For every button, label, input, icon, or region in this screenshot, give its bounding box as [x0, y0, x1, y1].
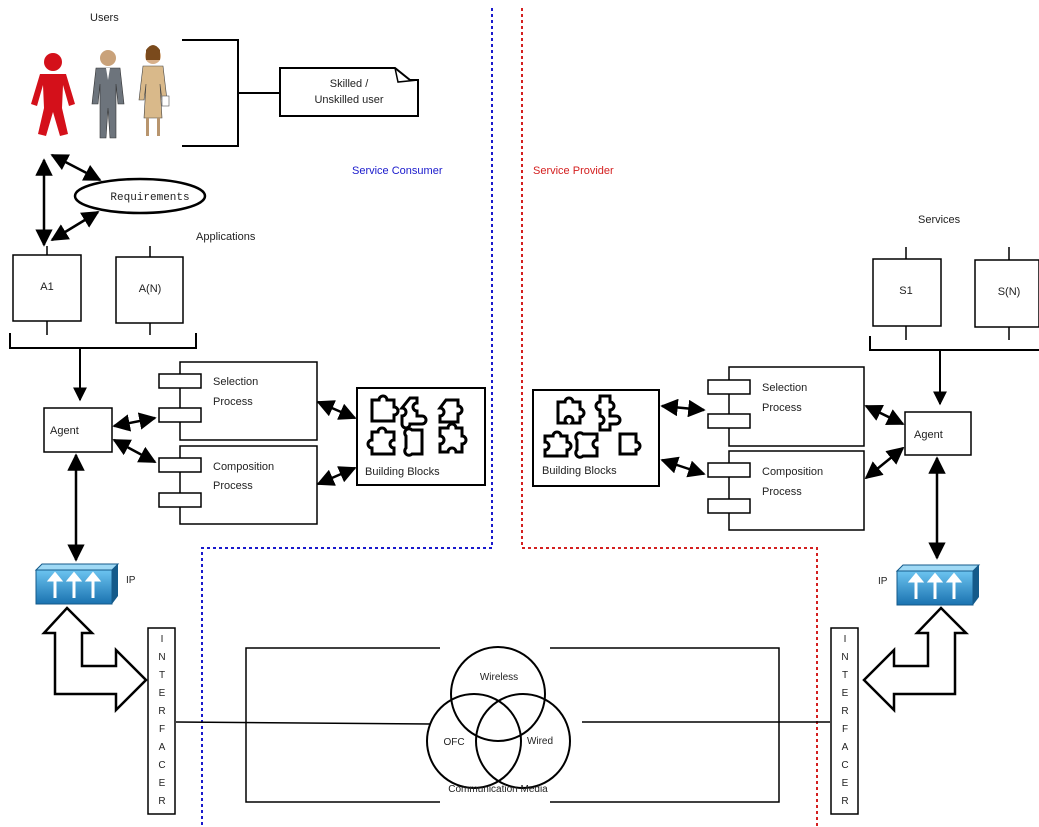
- users-label: Users: [90, 12, 119, 24]
- skill-note-line1: Skilled /: [330, 78, 369, 90]
- svg-text:C: C: [841, 760, 848, 771]
- service-consumer-label: Service Consumer: [352, 165, 443, 177]
- user-figure-businesswoman-icon: [139, 45, 169, 136]
- svg-text:E: E: [842, 778, 849, 789]
- svg-text:T: T: [842, 670, 848, 681]
- service-provider-label: Service Provider: [533, 165, 614, 177]
- wireless-label: Wireless: [480, 672, 518, 683]
- svg-text:I: I: [161, 634, 164, 645]
- wired-label: Wired: [527, 736, 553, 747]
- application-a1: A1: [13, 246, 81, 335]
- service-sn: S(N): [975, 247, 1039, 340]
- svg-text:N: N: [841, 652, 848, 663]
- provider-agent-label: Agent: [914, 429, 943, 441]
- svg-text:R: R: [158, 796, 165, 807]
- communication-media-caption: Communication Media: [448, 784, 548, 795]
- consumer-composition-process: Composition Process: [159, 446, 317, 524]
- consumer-selection-line2: Process: [213, 396, 253, 408]
- provider-selection-process: Selection Process: [708, 367, 864, 446]
- svg-text:R: R: [841, 706, 848, 717]
- user-figure-red-icon: [31, 53, 75, 136]
- consumer-composition-line2: Process: [213, 480, 253, 492]
- applications-label: Applications: [196, 231, 256, 243]
- provider-selection-line2: Process: [762, 402, 802, 414]
- consumer-ip-label: IP: [126, 575, 136, 586]
- requirements-label: Requirements: [110, 192, 189, 204]
- application-an: A(N): [116, 246, 183, 335]
- svg-text:T: T: [159, 670, 165, 681]
- services-bracket: [870, 336, 1039, 404]
- consumer-building-blocks-label: Building Blocks: [365, 466, 440, 478]
- skill-note: Skilled / Unskilled user: [280, 68, 418, 116]
- service-s1-label: S1: [899, 285, 912, 297]
- consumer-interface-arrow-icon: [44, 608, 146, 710]
- consumer-composition-line1: Composition: [213, 461, 274, 473]
- consumer-building-blocks: Building Blocks: [357, 388, 485, 485]
- svg-text:E: E: [159, 688, 166, 699]
- provider-building-blocks-label: Building Blocks: [542, 465, 617, 477]
- provider-ip-router-icon: [897, 565, 979, 605]
- svg-text:N: N: [158, 652, 165, 663]
- svg-text:F: F: [159, 724, 165, 735]
- svg-text:R: R: [841, 796, 848, 807]
- service-sn-label: S(N): [998, 286, 1021, 298]
- svg-text:E: E: [159, 778, 166, 789]
- consumer-agent-label: Agent: [50, 425, 79, 437]
- users-bracket: [182, 40, 280, 146]
- svg-text:A: A: [159, 742, 166, 753]
- consumer-selection-line1: Selection: [213, 376, 258, 388]
- svg-text:C: C: [158, 760, 165, 771]
- application-a1-label: A1: [40, 281, 53, 293]
- provider-building-blocks: Building Blocks: [533, 390, 659, 486]
- provider-selection-line1: Selection: [762, 382, 807, 394]
- provider-interface-arrow-icon: [864, 608, 966, 710]
- skill-note-line2: Unskilled user: [314, 94, 383, 106]
- consumer-ip-router-icon: [36, 564, 118, 604]
- communication-media-venn: [427, 647, 570, 788]
- provider-composition-line1: Composition: [762, 466, 823, 478]
- consumer-selection-process: Selection Process: [159, 362, 317, 440]
- provider-ip-label: IP: [878, 576, 888, 587]
- svg-text:R: R: [158, 706, 165, 717]
- user-figure-businessman-icon: [92, 50, 124, 138]
- svg-text:E: E: [842, 688, 849, 699]
- service-s1: S1: [873, 247, 941, 340]
- application-an-label: A(N): [139, 283, 162, 295]
- svg-text:A: A: [842, 742, 849, 753]
- services-label: Services: [918, 214, 961, 226]
- provider-composition-process: Composition Process: [708, 451, 864, 530]
- applications-bracket: [10, 333, 196, 400]
- provider-composition-line2: Process: [762, 486, 802, 498]
- svg-text:I: I: [844, 634, 847, 645]
- svg-text:F: F: [842, 724, 848, 735]
- ofc-label: OFC: [443, 737, 464, 748]
